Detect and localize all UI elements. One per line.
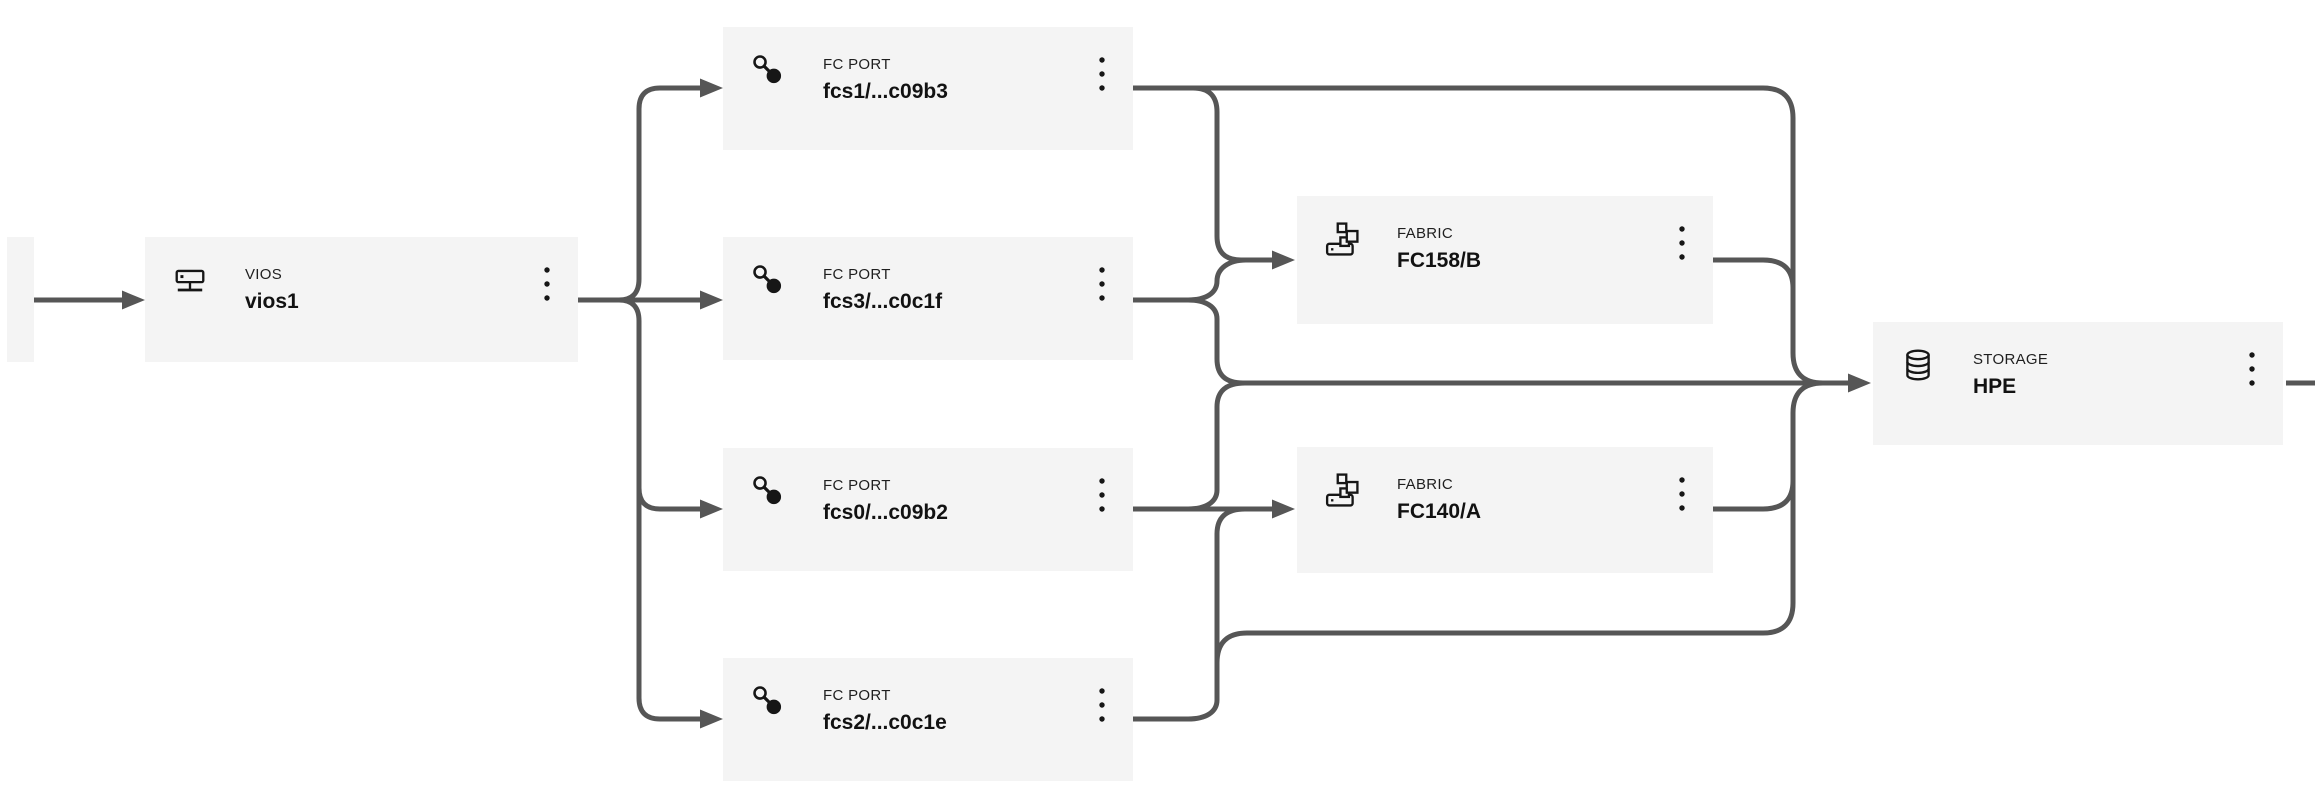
port-key-icon	[753, 265, 782, 294]
arrowhead-into-fcs0	[700, 499, 723, 519]
arrowhead-into-fcs2	[700, 709, 723, 729]
overflow-menu-icon[interactable]	[542, 265, 552, 303]
edge-vios-to-fcs2	[618, 297, 700, 722]
node-type-label: FABRIC	[1397, 225, 1453, 242]
edge-fcs3-to-storage	[1187, 297, 1244, 386]
overflow-menu-icon[interactable]	[1097, 476, 1107, 514]
port-key-icon	[753, 55, 782, 84]
node-name-label: FC140/A	[1397, 500, 1482, 523]
edge-fabric-a-to-storage	[1713, 480, 1796, 512]
edge-vios-to-fcs1	[618, 85, 700, 303]
server-icon	[175, 269, 205, 292]
node-type-label: FC PORT	[823, 56, 891, 73]
node-name-label: FC158/B	[1397, 249, 1482, 272]
node-fabric-fc158b[interactable]: FABRIC FC158/B	[1297, 196, 1713, 324]
node-vios[interactable]: VIOS vios1	[145, 237, 578, 362]
node-type-label: FC PORT	[823, 266, 891, 283]
node-name-label: HPE	[1973, 375, 2017, 398]
node-name-label: vios1	[245, 290, 299, 313]
edge-fcs2-to-fabric-a	[1133, 506, 1272, 722]
node-clipped-left[interactable]	[7, 237, 34, 362]
edge-fcs3-to-fabric-b	[1133, 257, 1272, 303]
node-fc-port-fcs0[interactable]: FC PORT fcs0/...c09b2	[723, 448, 1133, 571]
node-fabric-fc140a[interactable]: FABRIC FC140/A	[1297, 447, 1713, 573]
arrowhead-into-fcs1	[700, 78, 723, 98]
node-fc-port-fcs3[interactable]: FC PORT fcs3/...c0c1f	[723, 237, 1133, 360]
node-type-label: FC PORT	[823, 687, 891, 704]
node-type-label: STORAGE	[1973, 351, 2049, 368]
overflow-menu-icon[interactable]	[2247, 350, 2257, 388]
overflow-menu-icon[interactable]	[1097, 55, 1107, 93]
arrowhead-into-fabric-a	[1272, 499, 1295, 519]
edge-fabric-b-to-storage	[1713, 257, 1796, 289]
node-type-label: FABRIC	[1397, 476, 1453, 493]
fabric-network-icon	[1325, 222, 1359, 256]
port-key-icon	[753, 476, 782, 505]
node-name-label: fcs2/...c0c1e	[823, 711, 947, 734]
node-fc-port-fcs1[interactable]: FC PORT fcs1/...c09b3	[723, 27, 1133, 150]
overflow-menu-icon[interactable]	[1677, 475, 1687, 513]
arrowhead-into-fabric-b	[1272, 250, 1295, 270]
node-type-label: VIOS	[245, 266, 283, 283]
overflow-menu-icon[interactable]	[1097, 265, 1107, 303]
node-name-label: fcs1/...c09b3	[823, 80, 948, 103]
port-key-icon	[753, 686, 782, 715]
overflow-menu-icon[interactable]	[1677, 224, 1687, 262]
node-storage-hpe[interactable]: STORAGE HPE	[1873, 322, 2283, 445]
overflow-menu-icon[interactable]	[1097, 686, 1107, 724]
arrowhead-into-vios	[122, 290, 145, 310]
edge-fcs1-to-fabric-b	[1192, 85, 1272, 263]
node-fc-port-fcs2[interactable]: FC PORT fcs2/...c0c1e	[723, 658, 1133, 781]
node-name-label: fcs3/...c0c1f	[823, 290, 943, 313]
node-type-label: FC PORT	[823, 477, 891, 494]
node-name-label: fcs0/...c09b2	[823, 501, 948, 524]
edge-fcs2-to-storage	[1214, 380, 1824, 664]
fabric-network-icon	[1325, 473, 1359, 507]
edge-vios-to-fcs0	[636, 487, 700, 512]
edge-fcs0-to-storage	[1187, 380, 1246, 512]
arrowhead-into-fcs3	[700, 290, 723, 310]
arrowhead-into-storage	[1848, 373, 1871, 393]
database-icon	[1906, 349, 1930, 381]
